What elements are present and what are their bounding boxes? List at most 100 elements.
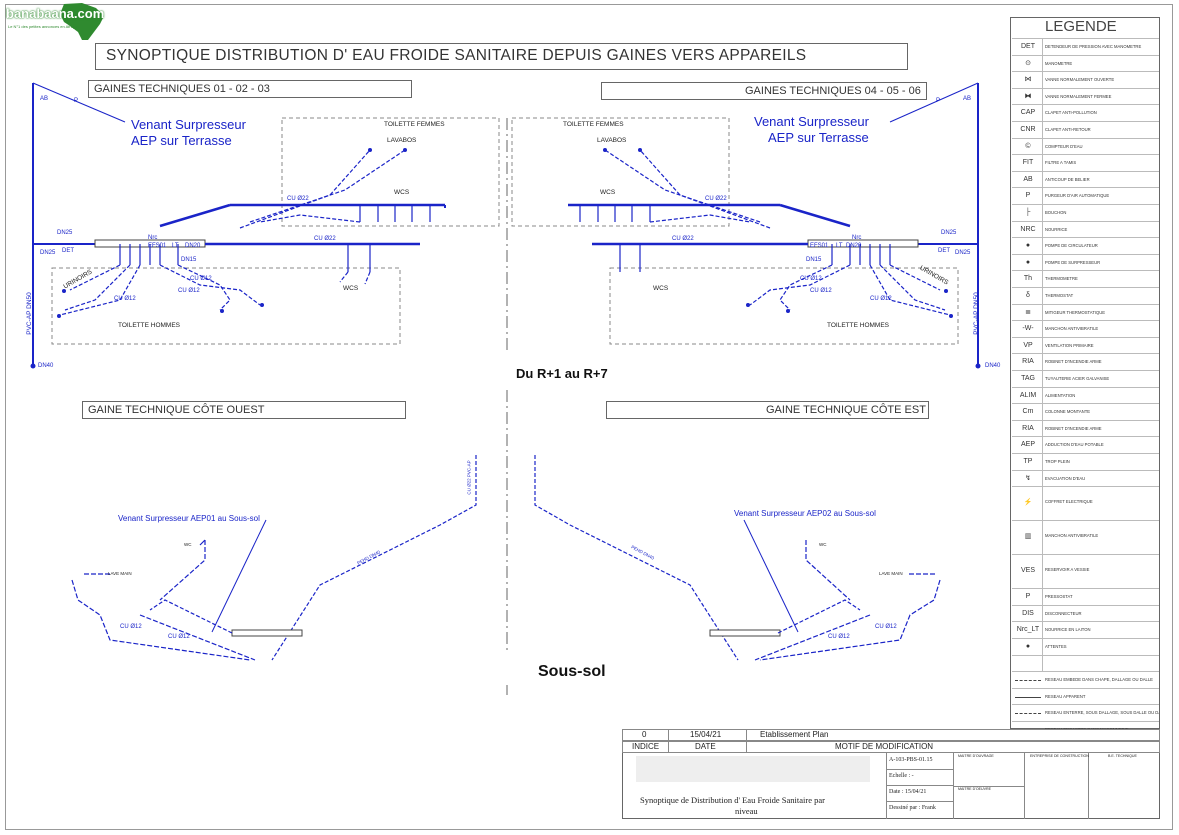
nrc-left: Nrc — [148, 235, 158, 241]
dn25-left-b: DN25 — [40, 250, 56, 256]
ab-left: AB — [40, 96, 49, 102]
legend-separator — [1042, 639, 1043, 655]
legend-symbol: CNR — [1020, 126, 1036, 133]
dn15-left: DN15 — [181, 257, 197, 263]
tb-dessine: Dessiné par : Frank — [889, 805, 936, 811]
cu12-bottom-left-1: CU Ø12 — [120, 624, 142, 630]
legend-symbol: VP — [1023, 341, 1033, 349]
legend-separator — [1042, 238, 1043, 254]
cu12-bottom-right-2: CU Ø12 — [828, 634, 850, 640]
legend-text: ANTICOUP DE BELIER — [1045, 176, 1090, 182]
legend-symbol: ALIM — [1019, 391, 1037, 399]
legend-symbol: RIA — [1022, 358, 1034, 366]
aep01-label: Venant Surpresseur AEP01 au Sous-sol — [118, 514, 260, 523]
legend-symbol: FIT — [1022, 159, 1034, 167]
legend-separator — [1042, 271, 1043, 287]
legend-text: MANOMETRE — [1045, 60, 1073, 66]
legend-text: PURGEUR D'AIR AUTOMATIQUE — [1045, 193, 1110, 199]
sheet-frame — [5, 4, 1173, 830]
legend-text: MANCHON ANTIVIBRATILE — [1045, 533, 1099, 539]
legend-symbol: Th — [1023, 275, 1033, 283]
lt-left: LT — [172, 243, 179, 249]
legend-symbol: ⋈ — [1024, 76, 1032, 84]
tb-h2 — [886, 785, 953, 786]
legend-symbol — [1014, 657, 1042, 671]
legend-line-item: RESEAU ENTERRE, SOUS DALLAGE, SOUS DALLE… — [1012, 704, 1159, 721]
legend-text: DISCONNECTEUR — [1045, 610, 1082, 616]
dn40-right: DN40 — [985, 363, 1001, 369]
legend-separator — [1042, 221, 1043, 238]
tb-row2 — [622, 741, 1160, 753]
legend-title: LEGENDE — [1045, 18, 1117, 35]
cu22-left-b: CU Ø22 — [314, 236, 336, 242]
africa-map-icon — [60, 3, 104, 40]
cu12-bottom-right-1: CU Ø12 — [875, 624, 897, 630]
logo-brand: banabaana.com — [6, 6, 105, 21]
legend-separator — [1042, 122, 1043, 138]
legend-symbol: ≣ — [1025, 308, 1031, 316]
legend-line-sample — [1015, 680, 1041, 682]
legend-text: THERMOSTAT — [1045, 293, 1074, 298]
legend-symbol: ● — [1025, 643, 1031, 650]
tb-ref: A-103-PBS-01.15 — [889, 757, 933, 763]
legend-text: COLONNE MONTANTE — [1045, 409, 1091, 415]
pvc-right: PVC-AP DN50 — [972, 292, 980, 335]
legend-text: RESEAU APPARENT — [1045, 693, 1086, 699]
dn25-right: DN25 — [941, 230, 957, 236]
nrc-right: Nrc — [852, 235, 862, 241]
toilette-hommes-left: TOILETTE HOMMES — [118, 322, 180, 329]
legend-text: VANNE NORMALEMENT OUVERTE — [1045, 77, 1115, 83]
legend-separator — [1042, 387, 1043, 404]
venant-right-line1: Venant Surpresseur — [754, 114, 869, 129]
legend-symbol: ↯ — [1025, 474, 1031, 482]
legend-separator — [1042, 354, 1043, 370]
legend-separator — [1042, 72, 1043, 88]
legend-text: NOURRICE EN LAITON — [1045, 627, 1091, 633]
legend-symbol: AB — [1023, 175, 1033, 183]
tb-div5 — [1024, 753, 1025, 819]
legend-text: CLAPET ANTI-RETOUR — [1045, 127, 1091, 132]
legend-separator — [1042, 55, 1043, 72]
legend-text: THERMOMETRE — [1045, 276, 1078, 282]
tb-indice-hdr: INDICE — [632, 742, 660, 751]
legend-text: NOURRICE — [1045, 226, 1068, 232]
dn20-right: DN20 — [846, 243, 862, 249]
aep02-label: Venant Surpresseur AEP02 au Sous-sol — [734, 509, 876, 518]
legend-symbol: -W- — [1022, 325, 1034, 333]
cu12-left-3: CU Ø12 — [114, 296, 136, 302]
dn40-left: DN40 — [38, 363, 54, 369]
legend-separator — [1042, 605, 1043, 622]
legend-symbol: Nrc_LT — [1016, 626, 1040, 634]
drawing-title-box — [95, 43, 908, 70]
tb-echelle: Echelle : - — [889, 773, 914, 779]
cu12-right-3: CU Ø12 — [870, 296, 892, 302]
legend-item: ⚡COFFRET ELECTRIQUE — [1012, 486, 1159, 521]
legend-text: COMPTEUR D'EAU — [1045, 143, 1083, 149]
legend-separator — [1042, 454, 1043, 470]
legend-symbol: Cm — [1022, 408, 1034, 416]
legend-symbol: ⊙ — [1025, 59, 1031, 67]
lave-main-right: LAVE MAIN — [879, 571, 903, 576]
cu12-left-2: CU Ø12 — [178, 288, 200, 294]
legend-separator — [1042, 589, 1043, 605]
tb-div2 — [746, 729, 747, 753]
dn25-left: DN25 — [57, 230, 73, 236]
legend-symbol: CAP — [1020, 109, 1036, 117]
section-left-bottom-label: GAINE TECHNIQUE CÔTE OUEST — [88, 404, 265, 416]
legend-separator — [1042, 88, 1043, 105]
section-right-top-label: GAINES TECHNIQUES 04 - 05 - 06 — [745, 85, 921, 97]
legend-separator — [1042, 622, 1043, 638]
cu12-right-2: CU Ø12 — [810, 288, 832, 294]
legend-item: AB ANTICOUP DE BELIER — [1012, 170, 1159, 188]
pvc-left: PVC-AP DN50 — [25, 292, 33, 335]
legend-symbol: ⧓ — [1024, 92, 1032, 100]
section-left-top-label: GAINES TECHNIQUES 01 - 02 - 03 — [94, 83, 270, 95]
ab-right: AB — [963, 96, 972, 102]
legend-item: CNR CLAPET ANTI-RETOUR — [1012, 121, 1159, 138]
